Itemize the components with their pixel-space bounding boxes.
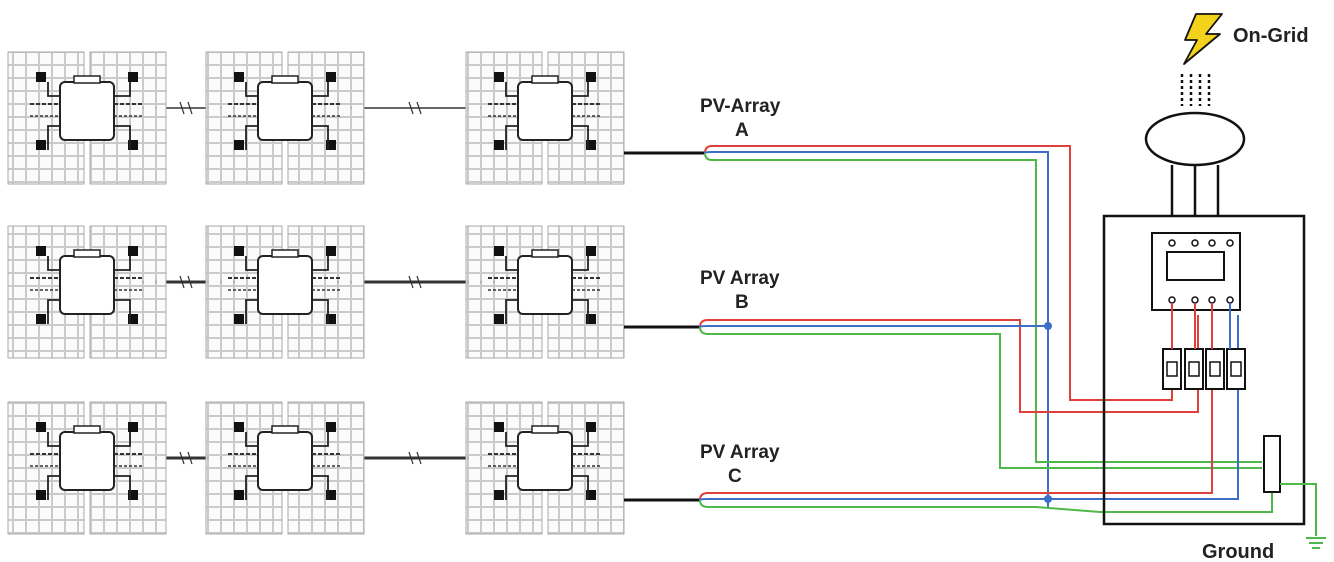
connector-block: [234, 422, 244, 432]
lightning-icon: [1183, 13, 1223, 65]
microinverter: [59, 431, 115, 491]
connector-block: [586, 490, 596, 500]
connector-block: [36, 246, 46, 256]
connector-block: [128, 140, 138, 150]
array-c-wires: [699, 315, 1273, 513]
ground-bar: [1263, 435, 1281, 493]
circuit-breakers: [1162, 348, 1246, 390]
utility-meter-ellipse: [1144, 111, 1246, 167]
solar-module: [7, 51, 167, 185]
meter-display: [1166, 251, 1225, 281]
connector-block: [326, 314, 336, 324]
pv-array-c-label-line1: PV Array: [700, 442, 780, 463]
grid-connection-wires: [1170, 165, 1220, 216]
ground-icon: [1306, 537, 1326, 549]
connector-block: [326, 140, 336, 150]
connector-block: [326, 490, 336, 500]
ground-label: Ground: [1202, 541, 1274, 562]
connector-block: [494, 140, 504, 150]
microinverter: [257, 431, 313, 491]
connector-block: [586, 422, 596, 432]
cable-break-mark: [408, 451, 422, 465]
connector-block: [36, 422, 46, 432]
cable-break-mark: [408, 101, 422, 115]
array-a-wires: [704, 145, 1262, 508]
microinverter: [517, 431, 573, 491]
connector-block: [494, 490, 504, 500]
connector-block: [326, 246, 336, 256]
solar-module: [205, 225, 365, 359]
solar-module: [205, 401, 365, 535]
microinverter: [59, 81, 115, 141]
ground-wire: [1280, 483, 1317, 536]
connector-block: [36, 490, 46, 500]
connector-block: [234, 72, 244, 82]
connector-block: [36, 140, 46, 150]
grid-dashed-link: [1180, 74, 1211, 106]
microinverter: [257, 81, 313, 141]
microinverter: [517, 255, 573, 315]
pv-array-b-label-line1: PV Array: [700, 268, 780, 289]
pv-array-b-label-line2: B: [735, 292, 749, 313]
connector-block: [494, 314, 504, 324]
cable-break-mark: [179, 275, 193, 289]
connector-block: [234, 246, 244, 256]
array-b-wires: [699, 315, 1262, 469]
on-grid-label: On-Grid: [1233, 25, 1309, 47]
connector-block: [586, 140, 596, 150]
connector-block: [326, 72, 336, 82]
solar-module: [465, 401, 625, 535]
connector-block: [234, 490, 244, 500]
junction-dot-icon: [1044, 322, 1052, 330]
connector-block: [326, 422, 336, 432]
connector-block: [494, 422, 504, 432]
microinverter: [59, 255, 115, 315]
cable-break-mark: [179, 101, 193, 115]
connector-block: [128, 246, 138, 256]
connector-block: [494, 246, 504, 256]
solar-panels: [7, 51, 625, 535]
meter-breaker-wires: [1171, 303, 1231, 349]
connector-block: [128, 72, 138, 82]
solar-module: [465, 225, 625, 359]
connector-block: [36, 314, 46, 324]
solar-module: [7, 401, 167, 535]
cable-break-mark: [179, 451, 193, 465]
connector-block: [36, 72, 46, 82]
microinverter: [517, 81, 573, 141]
distribution-box: [1102, 214, 1306, 526]
connector-block: [234, 140, 244, 150]
pv-array-a-label-line2: A: [735, 120, 749, 141]
cable-break-mark: [408, 275, 422, 289]
connector-block: [586, 72, 596, 82]
connector-block: [494, 72, 504, 82]
pv-array-a-label-line1: PV-Array: [700, 96, 781, 117]
connector-block: [586, 314, 596, 324]
meter-terminals: [1168, 239, 1234, 304]
microinverter: [257, 255, 313, 315]
junction-dot-icon: [1044, 495, 1052, 503]
solar-module: [205, 51, 365, 185]
connector-block: [586, 246, 596, 256]
array-output-cables: [624, 151, 705, 502]
pv-array-c-label-line2: C: [728, 466, 742, 487]
solar-module: [465, 51, 625, 185]
solar-module: [7, 225, 167, 359]
connector-block: [128, 422, 138, 432]
connector-block: [234, 314, 244, 324]
connector-block: [128, 490, 138, 500]
connector-block: [128, 314, 138, 324]
